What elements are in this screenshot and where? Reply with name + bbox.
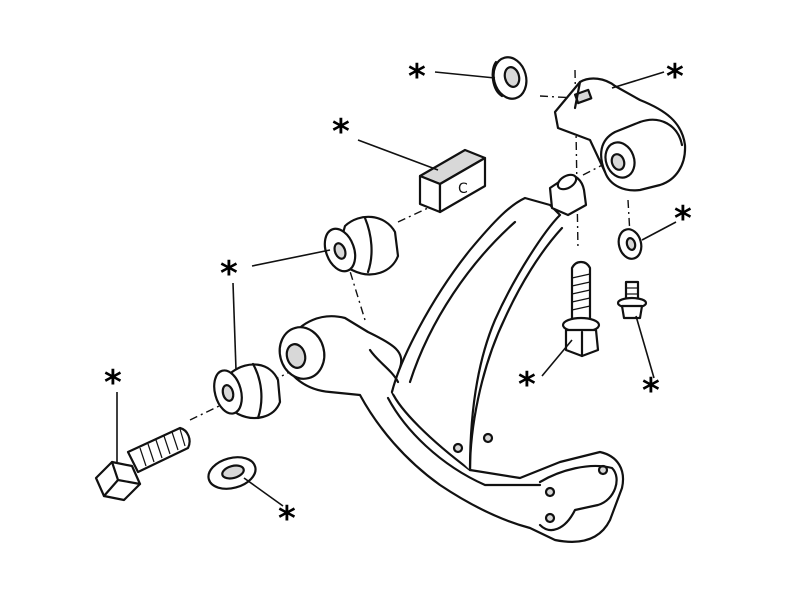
axis-washer-top bbox=[539, 95, 576, 99]
rear-bush bbox=[213, 362, 282, 420]
leader-right-washer bbox=[641, 221, 677, 241]
marker-right-washer: * bbox=[674, 199, 692, 239]
marker-bolt: * bbox=[104, 363, 122, 403]
block-front bbox=[438, 156, 487, 214]
marker-bracket-bolt: * bbox=[518, 365, 536, 405]
rear-pin-end bbox=[556, 173, 578, 191]
leader-lines bbox=[116, 71, 677, 507]
spring-washer-edge bbox=[491, 60, 504, 98]
bracket-lug-edge bbox=[573, 80, 582, 110]
bracket-bush-center bbox=[610, 153, 626, 171]
wishbone-arm bbox=[278, 173, 625, 543]
main-bolt bbox=[94, 426, 191, 502]
marker-bracket: * bbox=[666, 57, 684, 97]
rear-bush-ridge bbox=[251, 362, 263, 420]
small-bolt-head bbox=[620, 304, 644, 320]
marker-flat-washer: * bbox=[278, 499, 296, 539]
leader-spring-washer bbox=[434, 71, 496, 79]
arm-upper-branch bbox=[390, 196, 562, 472]
ball-joint-plate bbox=[538, 464, 618, 532]
right-washer bbox=[617, 228, 643, 260]
block-letter: C bbox=[458, 181, 468, 197]
arm-branch-inner bbox=[468, 226, 564, 472]
bracket-body bbox=[553, 77, 687, 192]
bracket-bolt-thread bbox=[571, 273, 591, 311]
bracket-top-curve bbox=[638, 118, 684, 147]
leader-rear-bush bbox=[232, 282, 237, 371]
rubber-block: C bbox=[418, 148, 487, 214]
spring-washer bbox=[491, 56, 528, 100]
front-eye-hole bbox=[285, 343, 307, 369]
front-bush-hole bbox=[333, 242, 347, 260]
bracket-front-face bbox=[600, 120, 642, 174]
ball-joint-hole-1 bbox=[544, 486, 556, 498]
leader-rubber-block bbox=[357, 139, 439, 171]
marker-small-bolt: * bbox=[642, 371, 660, 411]
small-bolt bbox=[616, 280, 648, 320]
arm-web-rib bbox=[368, 348, 400, 384]
leader-bracket bbox=[611, 71, 665, 89]
axis-rear-pin bbox=[582, 159, 613, 176]
leader-bracket-bolt bbox=[541, 339, 573, 377]
ball-joint-hole-3 bbox=[544, 512, 556, 524]
flat-washer-hole bbox=[221, 464, 245, 480]
axis-front-bush bbox=[344, 254, 366, 321]
flat-washer bbox=[207, 456, 257, 490]
rear-bush-hole bbox=[221, 384, 235, 402]
rear-bracket bbox=[553, 77, 687, 192]
markers: * * * * * * * * * * bbox=[104, 57, 692, 539]
spring-washer-hole bbox=[503, 66, 521, 88]
axis-block bbox=[397, 207, 429, 223]
arm-lower-flange bbox=[386, 396, 542, 487]
arm-hole-2 bbox=[452, 442, 464, 454]
bolt-head-facets bbox=[102, 460, 142, 498]
arm-hole-1 bbox=[482, 432, 494, 444]
leader-flat-washer bbox=[243, 477, 284, 507]
leader-front-bush bbox=[251, 249, 331, 267]
marker-spring-washer: * bbox=[408, 57, 426, 97]
axis-right-washer bbox=[627, 199, 631, 236]
arm-branch-edge bbox=[408, 220, 517, 384]
marker-rubber-block: * bbox=[332, 112, 350, 152]
marker-front-bush: * bbox=[220, 254, 238, 294]
front-bush bbox=[323, 215, 400, 276]
bolt-thread bbox=[139, 428, 186, 467]
leader-small-bolt bbox=[635, 315, 655, 379]
right-washer-hole bbox=[625, 237, 637, 251]
front-bush-ridge bbox=[363, 216, 373, 274]
bracket-bolt bbox=[561, 260, 601, 358]
